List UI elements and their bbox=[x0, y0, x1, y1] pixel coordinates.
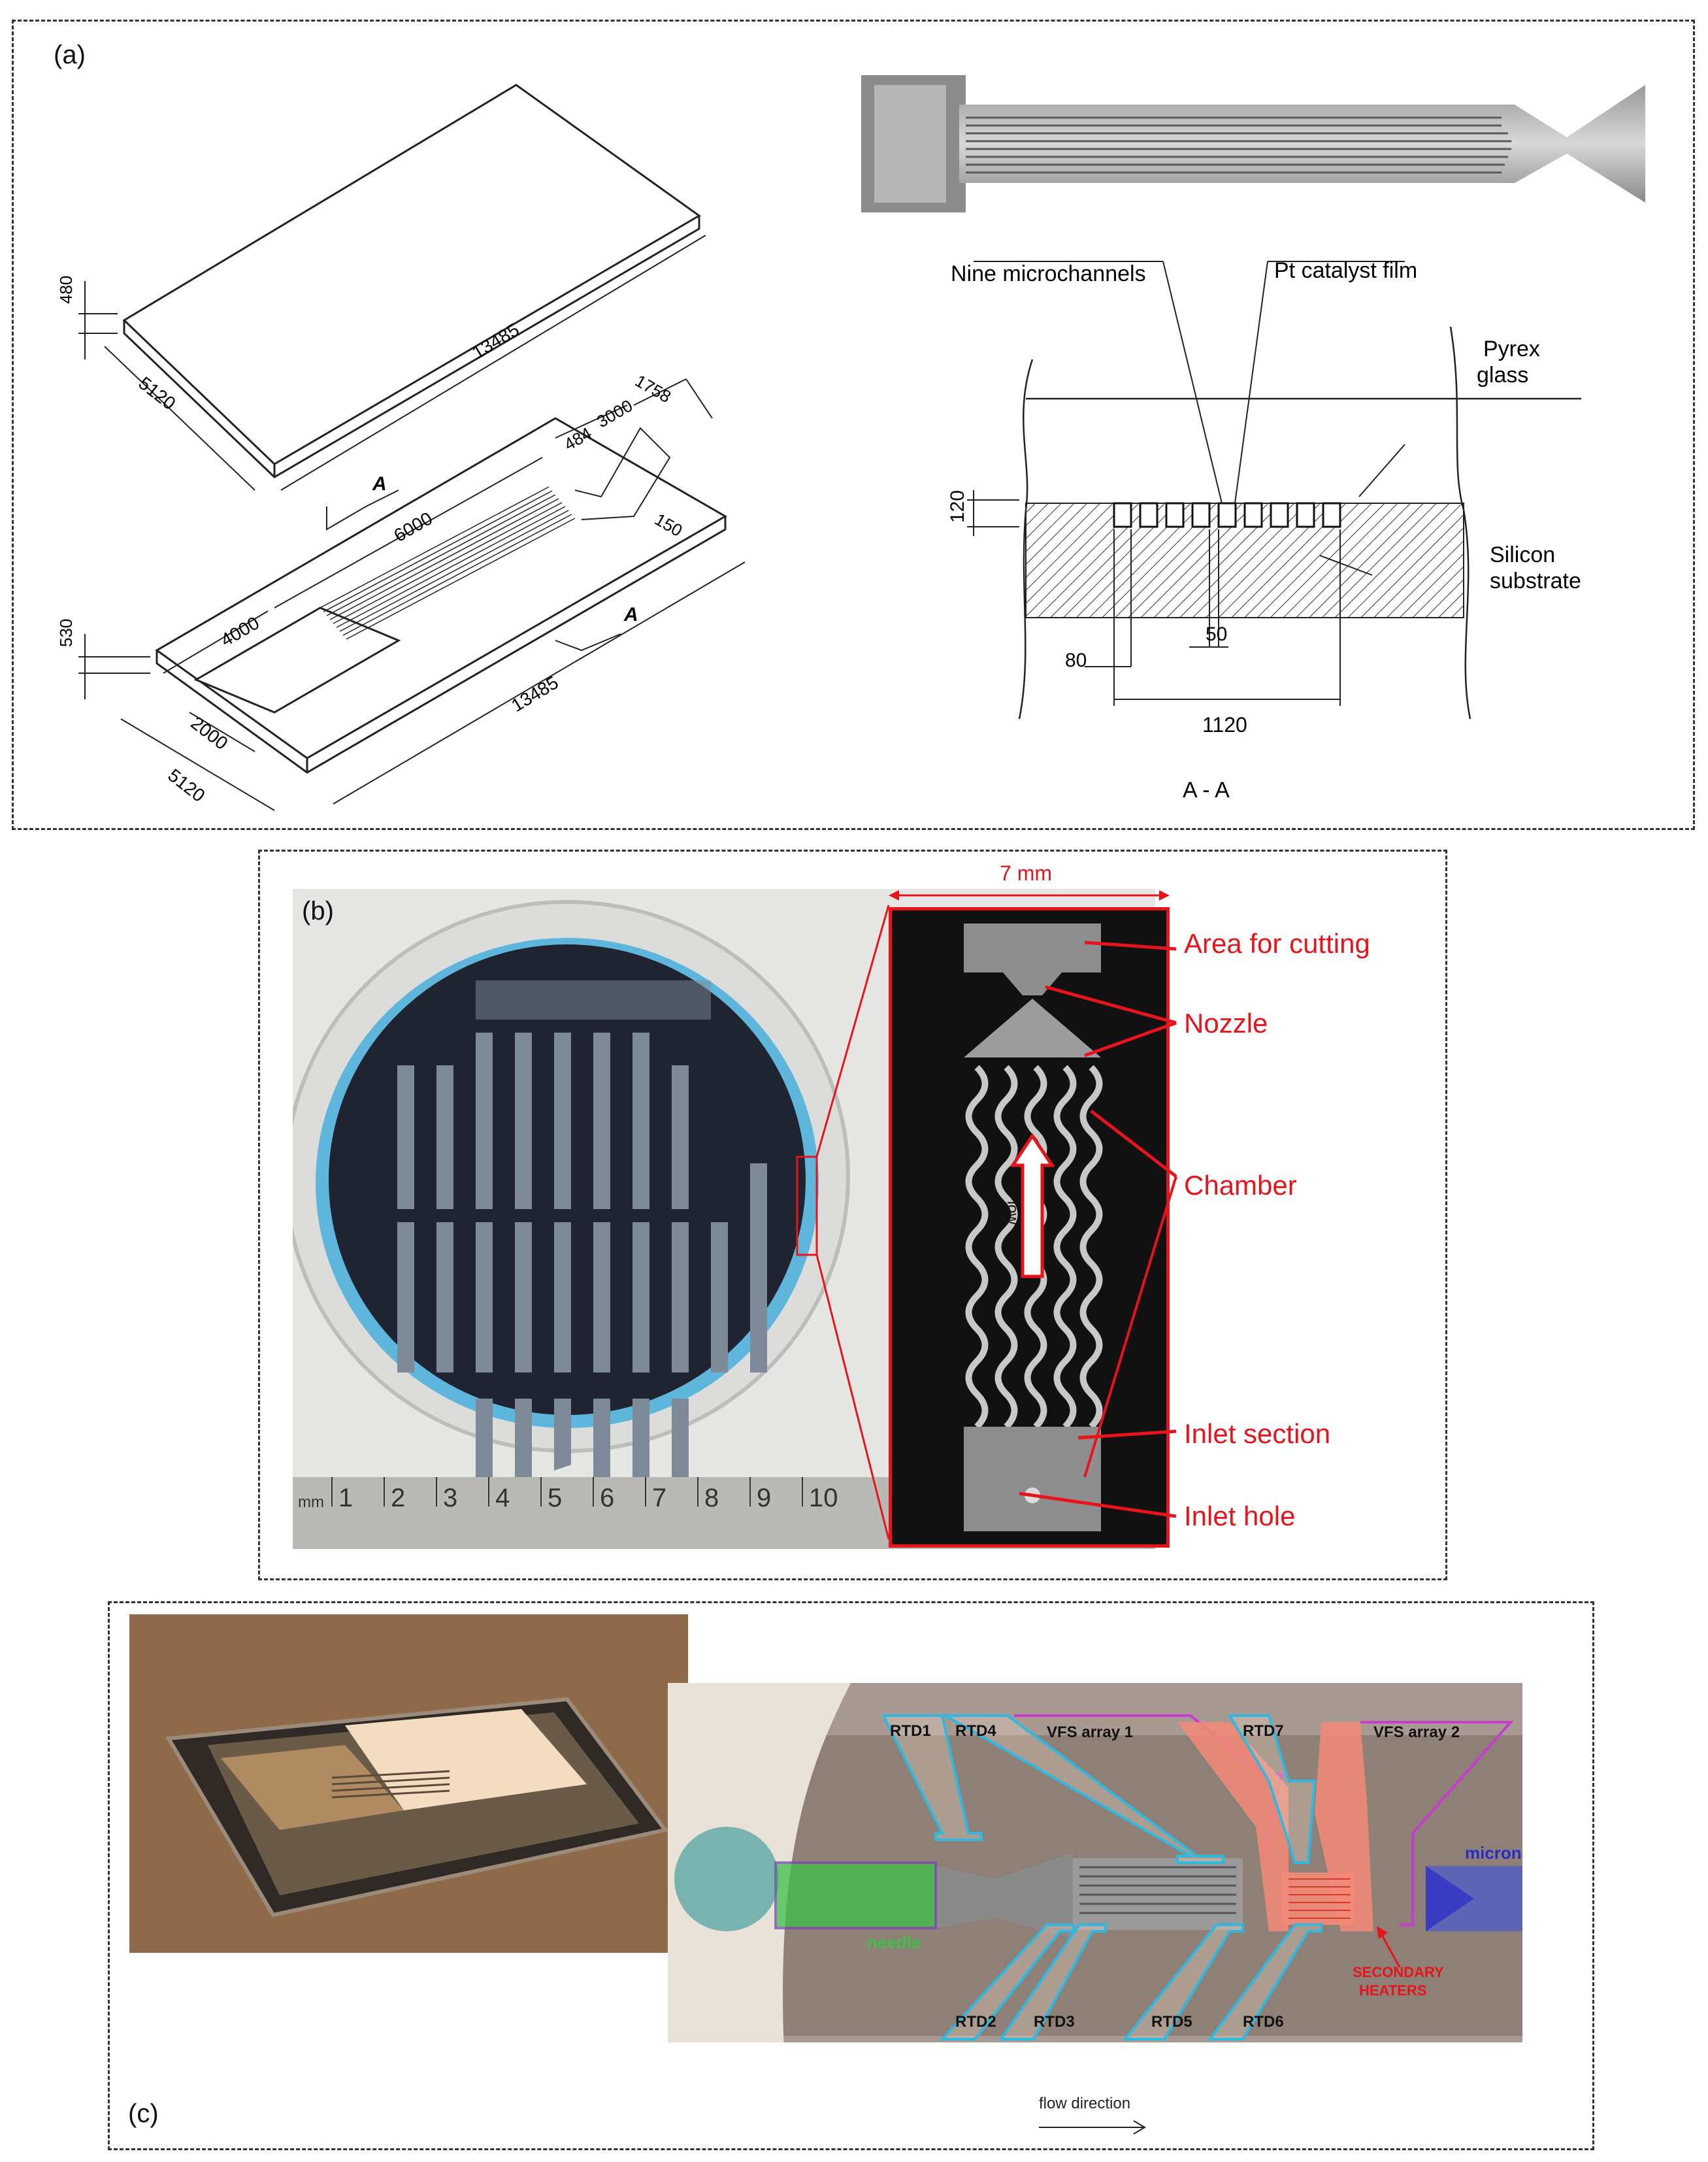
panel-a-chip-micrograph bbox=[861, 75, 1645, 212]
flow-direction-arrow bbox=[1039, 2120, 1146, 2135]
panel-a-cross-section: Nine microchannels Pt catalyst film Pyre… bbox=[947, 258, 1581, 803]
ruler-unit: mm bbox=[298, 1493, 324, 1511]
callout-inlet-section: Inlet section bbox=[1184, 1418, 1331, 1449]
ruler-num-7: 7 bbox=[652, 1484, 667, 1512]
panel-c-chip-photo bbox=[129, 1614, 688, 1953]
label-vfs1: VFS array 1 bbox=[1047, 1723, 1134, 1741]
label-vfs2: VFS array 2 bbox=[1373, 1723, 1460, 1741]
ruler-num-10: 10 bbox=[809, 1484, 838, 1512]
dim-bot-length: 13485 bbox=[508, 672, 562, 716]
ruler-num-1: 1 bbox=[338, 1484, 353, 1512]
callout-chamber: Chamber bbox=[1184, 1170, 1297, 1201]
ruler-num-9: 9 bbox=[757, 1484, 772, 1512]
panel-b bbox=[258, 850, 1447, 1580]
panel-b-chip-zoom: Flow bbox=[889, 907, 1170, 1548]
dim-bot-width: 5120 bbox=[164, 765, 208, 806]
label-needle: needle bbox=[867, 1933, 921, 1952]
heater-arrow bbox=[1377, 1926, 1401, 1968]
callout-inlet-hole: Inlet hole bbox=[1184, 1501, 1296, 1531]
dim-nozzle-length: 3000 bbox=[593, 395, 636, 431]
label-rtd1: RTD1 bbox=[890, 1722, 931, 1740]
panel-b-zoom-lines bbox=[796, 905, 890, 1540]
ruler-num-3: 3 bbox=[443, 1484, 458, 1512]
section-label-channels: Nine microchannels bbox=[951, 261, 1146, 286]
section-label-pyrex-2: glass bbox=[1477, 363, 1528, 388]
label-rtd3: RTD3 bbox=[1034, 2013, 1075, 2031]
dim-bot-thickness: 530 bbox=[59, 619, 76, 647]
section-mark-a-bottom: A bbox=[623, 604, 638, 625]
ruler-num-2: 2 bbox=[391, 1484, 406, 1512]
section-caption: A - A bbox=[1183, 778, 1230, 803]
callout-area-cutting: Area for cutting bbox=[1184, 928, 1370, 959]
section-dim-channel: 80 bbox=[1065, 650, 1087, 671]
section-mark-a-top: A bbox=[372, 473, 387, 495]
label-rtd4: RTD4 bbox=[955, 1722, 996, 1740]
scale-bar bbox=[889, 890, 1170, 901]
ruler-num-5: 5 bbox=[548, 1484, 563, 1512]
panel-a-label: (a) bbox=[54, 41, 86, 69]
section-label-silicon-2: substrate bbox=[1490, 569, 1581, 593]
scale-label: 7 mm bbox=[1000, 861, 1052, 885]
dim-nozzle-exit: 1758 bbox=[632, 371, 674, 407]
callout-nozzle: Nozzle bbox=[1184, 1008, 1268, 1039]
panel-a-isometric-drawing: 480 5120 13485 A 6000 484 3000 1758 150 … bbox=[59, 84, 746, 811]
panel-b-callout-lines bbox=[1019, 940, 1177, 1518]
section-dim-depth: 120 bbox=[947, 490, 968, 523]
panel-c bbox=[108, 1601, 1594, 2150]
dim-inlet-width: 2000 bbox=[187, 712, 231, 754]
label-rtd7: RTD7 bbox=[1243, 1722, 1284, 1740]
section-label-pyrex-1: Pyrex bbox=[1483, 337, 1540, 361]
label-rtd2: RTD2 bbox=[955, 2013, 996, 2031]
dim-top-thickness: 480 bbox=[59, 276, 76, 304]
label-rtd5: RTD5 bbox=[1151, 2013, 1192, 2031]
section-label-pt: Pt catalyst film bbox=[1274, 258, 1417, 283]
ruler-numbers: 1 2 3 4 5 6 7 8 9 10 bbox=[338, 1484, 874, 1523]
panel-c-label: (c) bbox=[128, 2099, 159, 2128]
section-dim-total: 1120 bbox=[1202, 713, 1247, 737]
panel-b-label: (b) bbox=[302, 897, 334, 925]
flow-direction-label: flow direction bbox=[1039, 2095, 1131, 2112]
label-rtd6: RTD6 bbox=[1243, 2013, 1284, 2031]
label-heaters-2: HEATERS bbox=[1359, 1982, 1427, 1999]
section-dim-wall: 50 bbox=[1206, 624, 1227, 645]
ruler-num-4: 4 bbox=[495, 1484, 510, 1512]
ruler-num-6: 6 bbox=[600, 1484, 615, 1512]
panel-a bbox=[12, 20, 1695, 830]
section-label-silicon-1: Silicon bbox=[1490, 542, 1555, 567]
panel-c-annotated-photo: RTD1 RTD4 VFS array 1 RTD7 VFS array 2 R… bbox=[668, 1683, 1522, 2076]
label-micronozzle: micronozzle bbox=[1465, 1843, 1522, 1863]
ruler-num-8: 8 bbox=[704, 1484, 719, 1512]
